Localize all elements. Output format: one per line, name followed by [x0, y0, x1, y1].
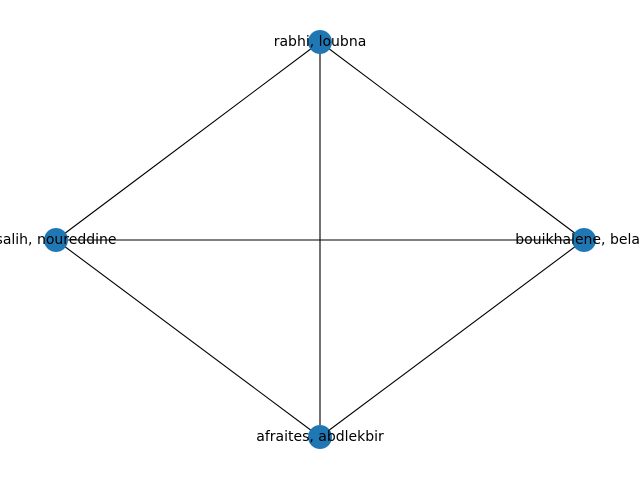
nodes-layer [44, 30, 596, 449]
labels-layer: rabhi, loubna bouikhalene, belaid salih, n… [0, 34, 640, 445]
edge-top-right [319, 41, 585, 241]
node-left [44, 228, 68, 252]
node-label-right: bouikhalene, belaid [515, 232, 640, 248]
node-label-top: rabhi, loubna [274, 34, 367, 50]
node-bottom [308, 425, 332, 449]
edge-left-bottom [55, 239, 321, 438]
edge-top-left [55, 41, 321, 241]
node-top [308, 30, 332, 54]
node-label-bottom: afraites, abdlekbir [256, 429, 384, 445]
node-label-left: salih, noureddine [0, 232, 116, 248]
edge-right-bottom [319, 239, 585, 438]
edges-layer [55, 41, 585, 438]
node-right [572, 228, 596, 252]
